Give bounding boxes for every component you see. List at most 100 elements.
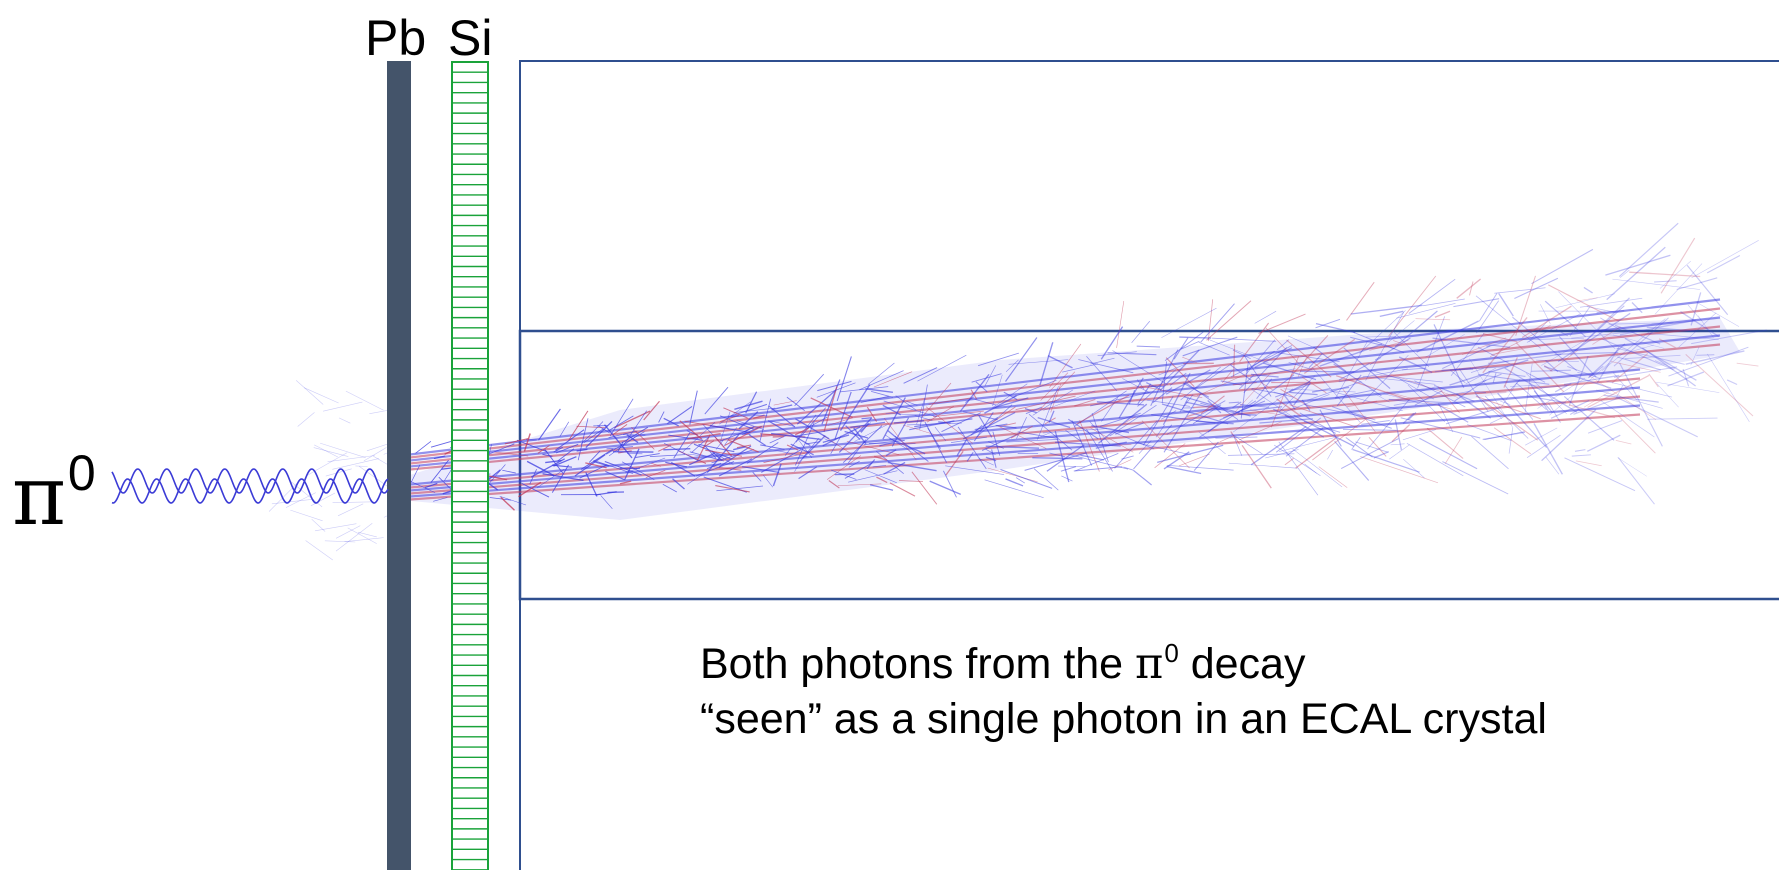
shower-track: [1442, 462, 1508, 494]
backscatter-track: [290, 510, 322, 521]
electromagnetic-shower: [269, 223, 1767, 560]
shower-track: [1137, 346, 1160, 347]
caption-prefix: Both photons from the: [700, 640, 1135, 688]
lead-absorber-plate: [387, 61, 411, 870]
shower-track: [988, 468, 1038, 482]
shower-track: [1629, 272, 1700, 276]
backscatter-track: [338, 504, 363, 516]
backscatter-track: [373, 456, 389, 465]
photon-wave-2: [112, 479, 388, 503]
shower-track: [1117, 301, 1124, 348]
pion-charge: 0: [68, 445, 96, 501]
backscatter-track: [358, 532, 377, 537]
backscatter-track: [296, 380, 323, 404]
shower-track: [1409, 279, 1455, 313]
shower-track: [1229, 402, 1239, 403]
shower-track: [1692, 240, 1759, 278]
shower-track: [1657, 383, 1679, 407]
shower-track: [1207, 301, 1252, 340]
shower-track: [930, 481, 961, 494]
shower-track: [1727, 380, 1737, 385]
shower-track: [1654, 281, 1677, 282]
shower-track: [1584, 287, 1593, 293]
shower-track: [1416, 319, 1451, 320]
shower-track: [1494, 288, 1545, 293]
shower-track: [1572, 455, 1591, 456]
caption-line-2: “seen” as a single photon in an ECAL cry…: [700, 692, 1547, 746]
shower-track: [1612, 279, 1700, 289]
photon-waves: [112, 469, 388, 503]
shower-track: [1649, 374, 1659, 387]
shower-track: [1389, 445, 1409, 459]
shower-track: [1167, 465, 1234, 470]
shower-track: [1194, 442, 1218, 471]
shower-track: [1392, 425, 1410, 442]
backscatter-track: [355, 466, 367, 467]
shower-track: [1532, 249, 1593, 283]
shower-track: [1360, 456, 1438, 482]
shower-track: [1618, 457, 1654, 504]
shower-track: [1707, 256, 1740, 273]
shower-halo: [400, 318, 1740, 520]
shower-track: [1737, 363, 1759, 366]
shower-track: [1534, 423, 1562, 474]
shower-track: [1423, 299, 1465, 306]
caption-suffix: decay: [1179, 640, 1306, 688]
silicon-detector-layer: [452, 62, 488, 870]
backscatter-track: [345, 538, 384, 542]
shower-track: [862, 418, 872, 419]
backscatter-track: [315, 524, 356, 531]
shower-track: [1341, 439, 1398, 469]
backscatter-track: [306, 541, 333, 561]
shower-track: [1351, 305, 1423, 314]
silicon-frame: [452, 62, 488, 870]
shower-track: [1122, 456, 1134, 459]
shower-track: [1618, 458, 1647, 477]
shower-track: [1255, 311, 1276, 323]
caption-line-1: Both photons from the π0 decay: [700, 626, 1305, 691]
shower-track: [1499, 293, 1514, 316]
shower-track: [1527, 435, 1560, 458]
shower-track: [1061, 467, 1076, 472]
backscatter-track: [272, 499, 314, 504]
backscatter-track: [369, 410, 390, 414]
shower-track: [1647, 418, 1717, 419]
shower-track: [1179, 337, 1211, 338]
lead-label: Pb: [365, 8, 426, 68]
shower-track: [1525, 428, 1557, 445]
shower-track: [1565, 458, 1636, 491]
shower-track: [1677, 278, 1718, 290]
backscatter-track: [364, 448, 387, 461]
caption-pion-symbol: π: [1135, 639, 1163, 689]
shower-track: [1212, 338, 1276, 341]
shower-track: [1319, 467, 1347, 488]
backscatter-track: [323, 402, 362, 411]
shower-track: [1391, 444, 1405, 445]
shower-track: [1617, 397, 1698, 437]
shower-track: [1347, 282, 1375, 320]
shower-track: [1587, 435, 1620, 451]
shower-track: [1435, 311, 1450, 317]
shower-track: [1661, 238, 1695, 293]
silicon-label: Si: [448, 8, 492, 68]
neutral-pion-label: π0: [12, 428, 96, 542]
backscatter-track: [311, 493, 335, 506]
shower-track: [1457, 279, 1481, 298]
shower-track: [1201, 304, 1235, 343]
shower-track: [870, 485, 893, 490]
shower-track: [1556, 294, 1615, 308]
shower-track: [1034, 469, 1058, 490]
shower-track: [1616, 440, 1632, 444]
shower-track: [1696, 355, 1714, 356]
shower-track: [1471, 436, 1508, 469]
shower-track: [1470, 282, 1474, 296]
shower-track: [835, 474, 855, 475]
backscatter-track: [298, 412, 315, 426]
shower-track: [1001, 470, 1053, 489]
shower-track: [1475, 394, 1502, 419]
shower-track: [1575, 450, 1585, 452]
backscatter-track: [336, 523, 372, 551]
backscatter-track: [336, 526, 360, 539]
pion-symbol: π: [12, 449, 66, 544]
